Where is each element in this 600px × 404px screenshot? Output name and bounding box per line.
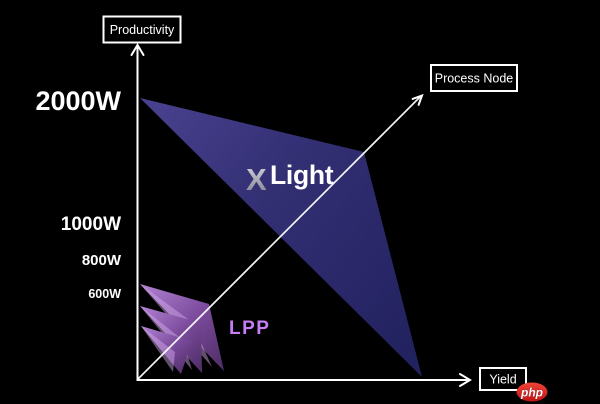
process-node-axis-line bbox=[137, 96, 421, 380]
productivity-axis bbox=[130, 43, 145, 381]
tick-2000w: 2000W bbox=[35, 86, 121, 116]
xlight-logo-text: Light bbox=[270, 160, 334, 190]
productivity-label-box bbox=[102, 15, 182, 44]
process-node-label-box bbox=[430, 64, 518, 92]
productivity-arrowhead bbox=[130, 43, 145, 56]
yield-label-box bbox=[479, 367, 527, 391]
yield-arrowhead bbox=[459, 373, 472, 387]
xlight-logo: X Light bbox=[246, 160, 334, 197]
php-watermark: php bbox=[516, 382, 548, 402]
process-node-arrowhead bbox=[411, 93, 424, 106]
process-node-axis bbox=[137, 93, 424, 380]
yield-axis bbox=[136, 373, 472, 387]
php-watermark-badge bbox=[516, 382, 548, 402]
xlight-logo-x: X bbox=[246, 162, 267, 197]
yield-label: Yield bbox=[489, 373, 516, 387]
xlight-region bbox=[140, 98, 422, 377]
php-watermark-label: php bbox=[520, 386, 543, 400]
lpp-dart-highlight bbox=[141, 326, 175, 372]
process-node-label: Process Node bbox=[435, 72, 514, 86]
tick-600w: 600W bbox=[88, 287, 121, 301]
lpp-label: LPP bbox=[229, 318, 270, 339]
tick-1000w: 1000W bbox=[61, 214, 121, 235]
tick-800w: 800W bbox=[82, 252, 122, 269]
y-tick-labels: 2000W 1000W 800W 600W bbox=[35, 86, 121, 301]
productivity-label: Productivity bbox=[110, 23, 175, 37]
